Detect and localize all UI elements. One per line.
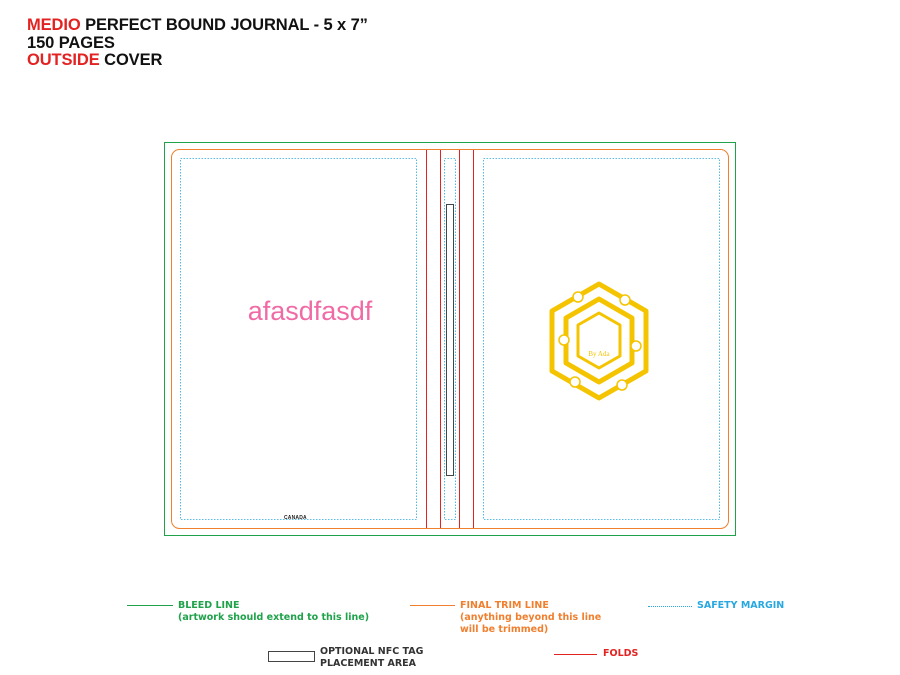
nfc-legend-box — [268, 651, 315, 662]
safety-margin-back — [180, 158, 417, 520]
title-line-2: 150 PAGES — [27, 33, 115, 52]
trim-legend: FINAL TRIM LINE (anything beyond this li… — [460, 600, 601, 636]
title-highlight-medio: MEDIO — [27, 16, 81, 34]
nfc-legend-label-1: OPTIONAL NFC TAG — [320, 646, 424, 657]
trim-line-rect — [171, 149, 729, 529]
title-rest: PERFECT BOUND JOURNAL - 5 x 7” — [80, 16, 368, 34]
title-highlight-outside: OUTSIDE — [27, 51, 100, 69]
trim-legend-note-1: (anything beyond this line — [460, 612, 602, 623]
safety-legend-line — [648, 606, 692, 607]
trim-legend-note-2: will be trimmed) — [460, 624, 549, 635]
nfc-legend-label-2: PLACEMENT AREA — [320, 658, 417, 669]
folds-legend-label: FOLDS — [603, 648, 639, 659]
safety-legend-label: SAFETY MARGIN — [697, 600, 785, 611]
trim-legend-label: FINAL TRIM LINE — [460, 600, 549, 611]
bleed-legend-note: (artwork should extend to this line) — [178, 612, 370, 623]
safety-margin-front — [483, 158, 720, 520]
nfc-legend: OPTIONAL NFC TAG PLACEMENT AREA — [320, 646, 423, 670]
title-line-3: OUTSIDE COVER — [27, 51, 368, 70]
safety-legend: SAFETY MARGIN — [697, 600, 784, 612]
bleed-legend-line — [127, 605, 173, 606]
title-cover-word: COVER — [99, 51, 163, 69]
folds-legend-line — [554, 654, 597, 655]
bleed-legend-label: BLEED LINE — [178, 600, 240, 611]
folds-legend: FOLDS — [603, 648, 638, 660]
template-title: MEDIO PERFECT BOUND JOURNAL - 5 x 7” 150… — [27, 16, 368, 70]
back-cover-footer: CANADA — [284, 515, 307, 521]
logo-hexagon-icon: By Ada — [549, 281, 649, 401]
bleed-legend: BLEED LINE (artwork should extend to thi… — [178, 600, 369, 624]
title-line-1: MEDIO PERFECT BOUND JOURNAL - 5 x 7” — [27, 16, 368, 35]
nfc-tag-area — [446, 204, 454, 476]
trim-legend-line — [410, 605, 455, 606]
back-cover-artwork-text: afasdfasdf — [247, 296, 373, 326]
logo-text: By Ada — [588, 350, 610, 358]
bleed-line-rect — [164, 142, 736, 536]
